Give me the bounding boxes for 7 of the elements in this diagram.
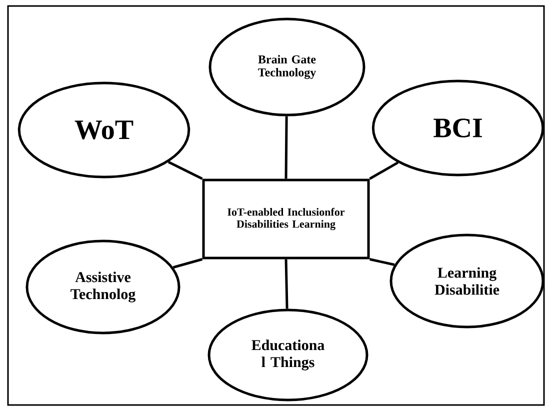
connector-line <box>369 161 399 180</box>
connector-line <box>284 116 288 179</box>
connector-line <box>369 258 395 266</box>
connector-line <box>284 259 288 309</box>
connector-line <box>172 258 203 269</box>
central-box: IoT-enabled Inclusionfor Disabilities Learning <box>202 178 370 260</box>
connector-line <box>168 160 203 180</box>
